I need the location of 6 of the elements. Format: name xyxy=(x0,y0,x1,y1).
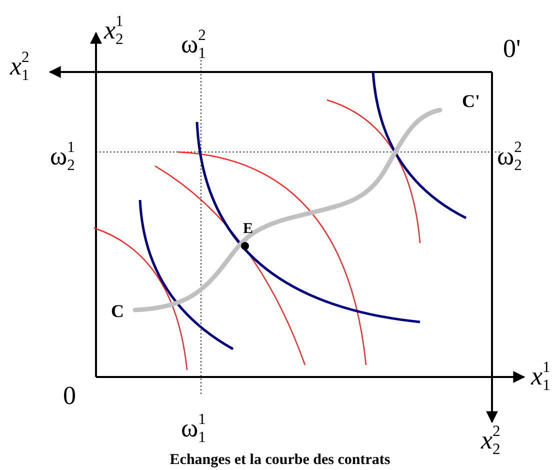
origin-label: 0' xyxy=(503,36,521,62)
point-label: E xyxy=(243,222,254,237)
curve-label: C xyxy=(111,302,124,320)
curve-label: C' xyxy=(462,92,480,110)
caption: Echanges et la courbe des contrats xyxy=(170,452,390,468)
origin-label: 0 xyxy=(63,383,76,409)
